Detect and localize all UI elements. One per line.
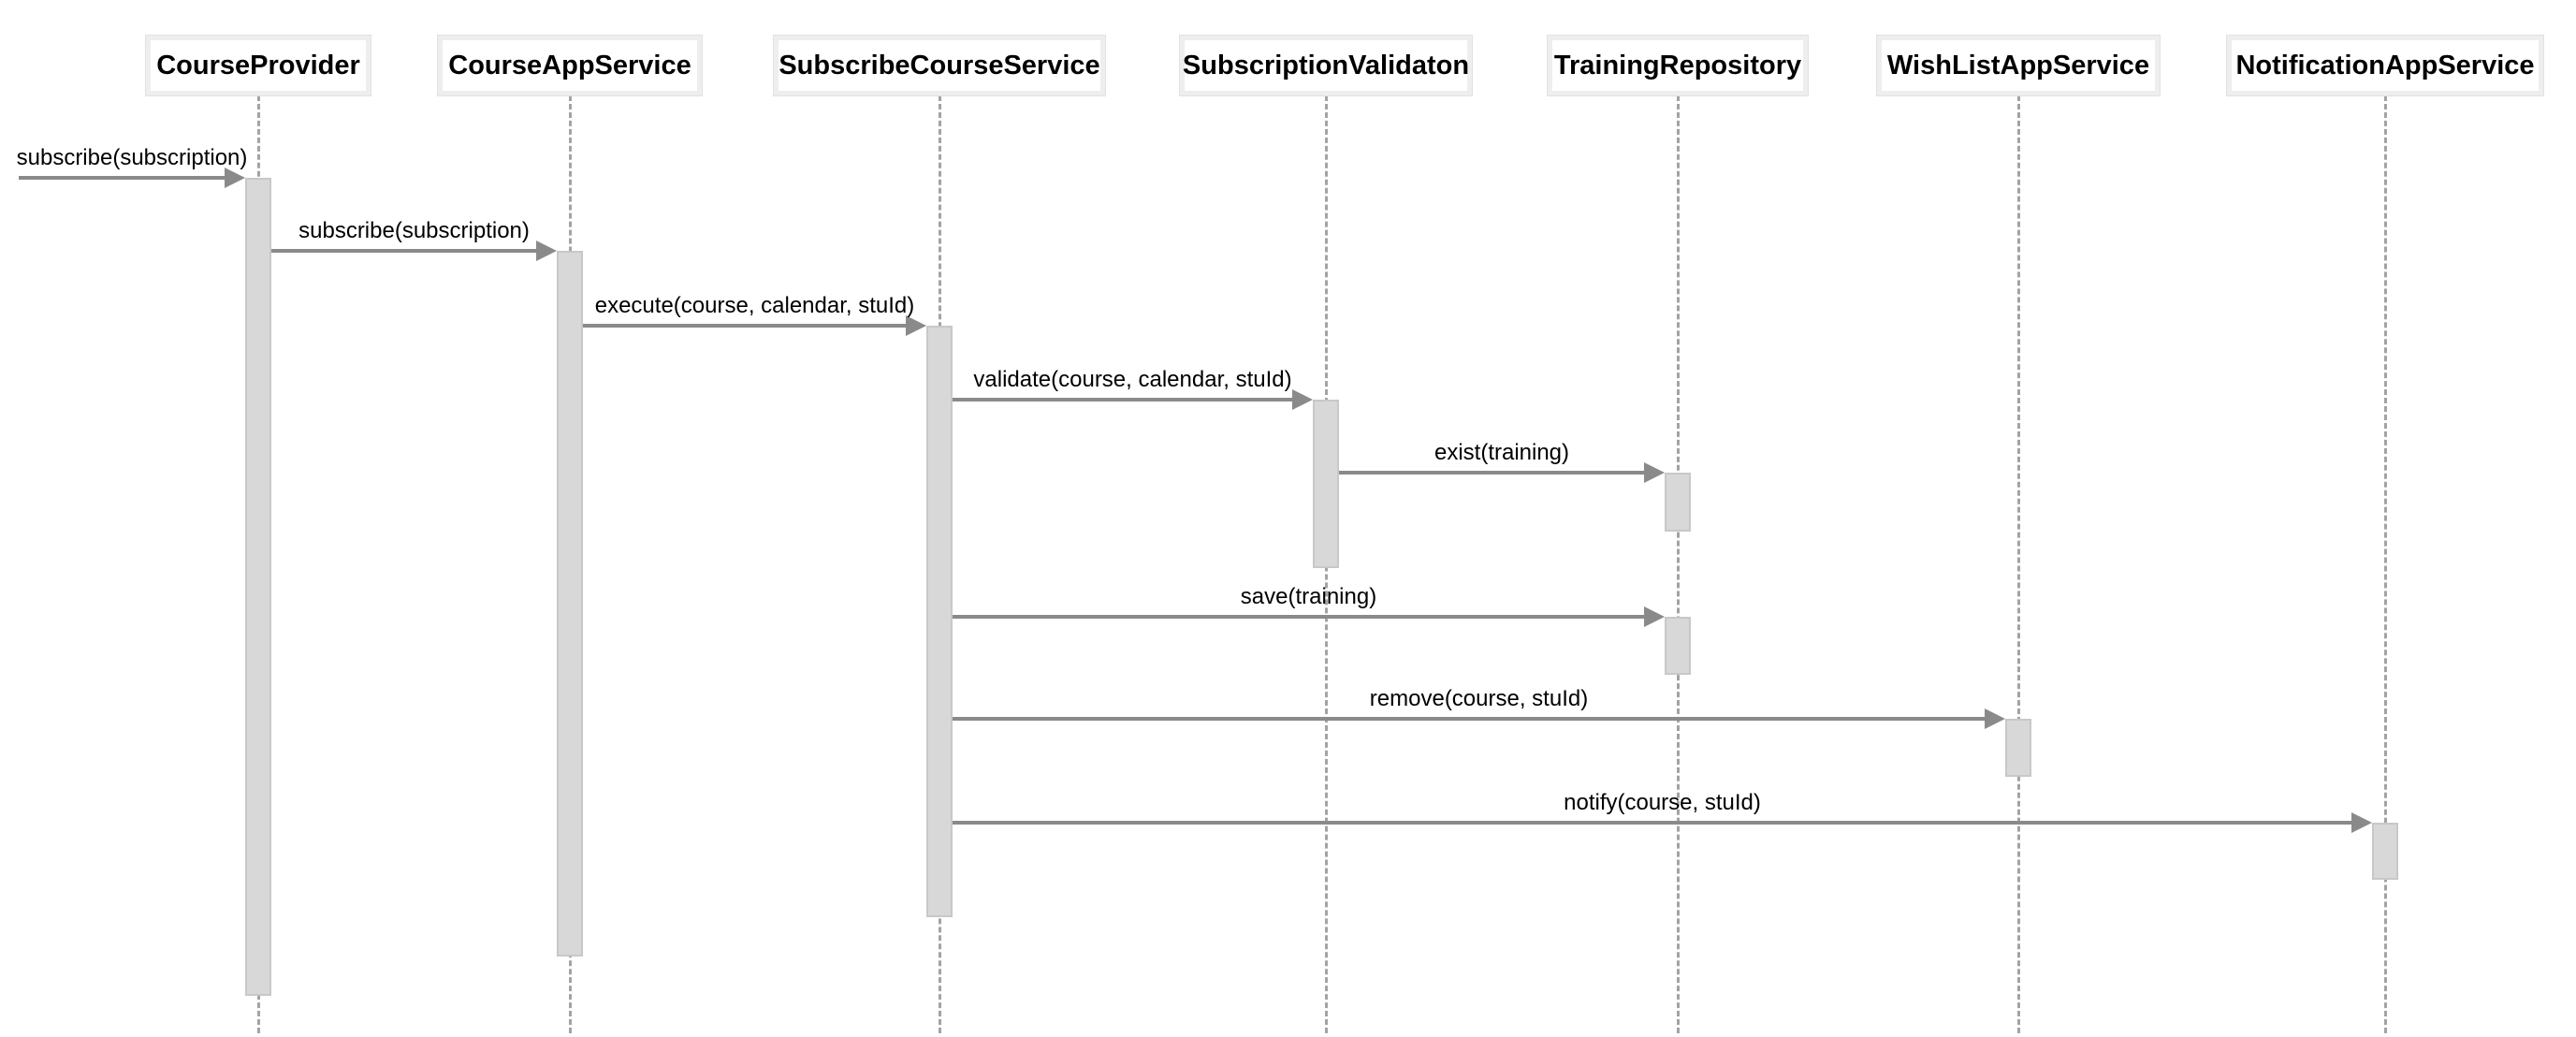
arrowhead-icon [1985, 708, 2005, 729]
arrowhead-icon [906, 315, 926, 336]
lifeline [2383, 95, 2387, 1033]
participant-box: CourseProvider [146, 36, 371, 95]
message-line [583, 324, 917, 328]
activation-bar [245, 178, 271, 996]
participant-label: NotificationAppService [2235, 50, 2535, 80]
participant-label: CourseAppService [448, 50, 691, 80]
message-line [953, 821, 2363, 825]
activation-bar [557, 251, 583, 957]
message-line [19, 176, 236, 180]
message-label: remove(course, stuId) [1369, 686, 1589, 711]
participant-label: SubscriptionValidaton [1182, 50, 1470, 80]
participant-box: SubscriptionValidaton [1180, 36, 1472, 95]
lifeline [1676, 95, 1680, 1033]
arrowhead-icon [2351, 812, 2372, 833]
message-line [953, 398, 1303, 402]
message-line [1339, 471, 1655, 475]
participant-box: TrainingRepository [1548, 36, 1808, 95]
message-line [953, 615, 1655, 619]
activation-bar [1665, 473, 1691, 532]
message-label: subscribe(subscription) [16, 145, 248, 170]
participant-box: WishListAppService [1877, 36, 2160, 95]
participant-label: WishListAppService [1886, 50, 2150, 80]
participant-label: TrainingRepository [1553, 50, 1802, 80]
message-line [953, 717, 1996, 721]
participant-box: SubscribeCourseService [774, 36, 1105, 95]
arrowhead-icon [536, 241, 557, 261]
message-label: execute(course, calendar, stuId) [594, 293, 915, 318]
activation-bar [926, 326, 953, 917]
activation-bar [1665, 617, 1691, 675]
activation-bar [1313, 400, 1339, 568]
arrowhead-icon [1644, 462, 1665, 483]
message-label: subscribe(subscription) [298, 218, 530, 243]
message-line [271, 249, 547, 253]
message-label: notify(course, stuId) [1564, 790, 1761, 815]
message-label: save(training) [1240, 584, 1377, 609]
lifeline [2016, 95, 2020, 1033]
arrowhead-icon [1644, 606, 1665, 627]
activation-bar [2372, 823, 2398, 880]
arrowhead-icon [225, 168, 245, 188]
participant-label: SubscribeCourseService [779, 50, 1100, 80]
participant-label: CourseProvider [156, 50, 360, 80]
arrowhead-icon [1292, 389, 1313, 410]
message-label: validate(course, calendar, stuId) [973, 367, 1292, 392]
participant-box: CourseAppService [438, 36, 702, 95]
activation-bar [2005, 719, 2031, 777]
message-label: exist(training) [1434, 440, 1570, 465]
participant-box: NotificationAppService [2227, 36, 2543, 95]
